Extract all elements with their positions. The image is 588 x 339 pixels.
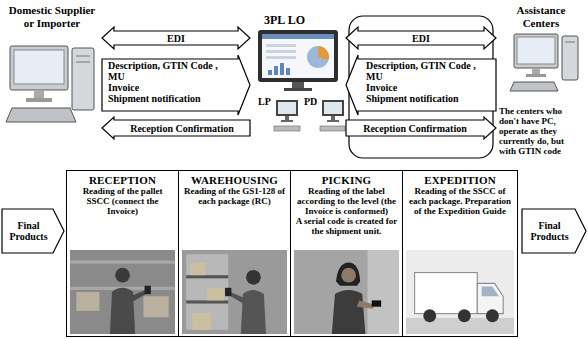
label-group: Description, GTIN Code , MUInvoiceShipme… (366, 60, 486, 104)
block-arrow (102, 27, 250, 49)
block-arrow (102, 117, 250, 139)
photo (70, 250, 175, 334)
arrow-label: Reception Confirmation (362, 123, 468, 134)
message-text: Description, GTIN Code , MU (366, 60, 486, 82)
node-text: Reading of the SSCC of each package. Pre… (407, 187, 513, 217)
message-text: Shipment notification (366, 93, 486, 104)
node-title: PICKING (295, 174, 398, 187)
block-arrow (346, 27, 496, 49)
terminal-node: LP (256, 94, 300, 138)
message-text: Shipment notification (108, 93, 226, 104)
node-title: Final Products (524, 220, 575, 242)
flow-arrow: Final Products (1, 208, 65, 254)
process-stage: RECEPTIONReading of the pallet SSCC (con… (66, 170, 179, 337)
supplier-node: Domestic Supplier or Importer (2, 2, 102, 130)
node-title: PD (302, 94, 346, 107)
terminal-icon (320, 100, 345, 131)
node-title: WAREHOUSING (183, 174, 286, 187)
node-title: 3PL LO (250, 14, 346, 27)
photo (182, 250, 287, 334)
computer-icon (6, 46, 94, 122)
terminal-node: PD (302, 94, 346, 138)
block-arrow (346, 117, 496, 139)
message-text: Invoice (108, 82, 226, 93)
photo (406, 250, 514, 334)
process-stage: WAREHOUSINGReading of the GS1-128 of eac… (178, 170, 291, 337)
platform-node: 3PL LO LPPD (250, 14, 346, 142)
node-text: The centers who don't have PC, operate a… (499, 106, 583, 156)
node-title: RECEPTION (71, 174, 174, 187)
node-title: EXPEDITION (407, 174, 513, 187)
arrow-label: Reception Confirmation (129, 123, 235, 134)
node-title: LP (256, 94, 300, 107)
node-text: Reading of the GS1-128 of each package (… (183, 187, 286, 207)
block-arrow (102, 55, 250, 115)
monitor-icon (258, 30, 338, 91)
assistance-node: Assistance CentersThe centers who don't … (496, 2, 586, 158)
process-stage: EXPEDITIONReading of the SSCC of each pa… (402, 170, 518, 337)
process-stage: PICKINGReading of the label according to… (290, 170, 403, 337)
label-group: Description, GTIN Code , MUInvoiceShipme… (108, 60, 226, 104)
arrow-label: EDI (166, 33, 186, 44)
node-title: Final Products (4, 220, 53, 242)
flow-arrow: Final Products (521, 208, 587, 254)
message-text: Invoice (366, 82, 486, 93)
node-text: A serial code is created for the shipmen… (295, 217, 398, 237)
node-title: Domestic Supplier or Importer (5, 4, 99, 29)
node-title: Assistance Centers (499, 4, 583, 29)
terminal-icon (274, 100, 300, 131)
photo (294, 250, 399, 334)
block-arrow (346, 55, 496, 115)
message-text: Description, GTIN Code , MU (108, 60, 226, 82)
node-text: Reading of the pallet SSCC (connect the … (71, 187, 174, 217)
computer-icon (510, 34, 578, 91)
node-text: Reading of the label according to the le… (295, 187, 398, 217)
arrow-label: EDI (411, 33, 431, 44)
